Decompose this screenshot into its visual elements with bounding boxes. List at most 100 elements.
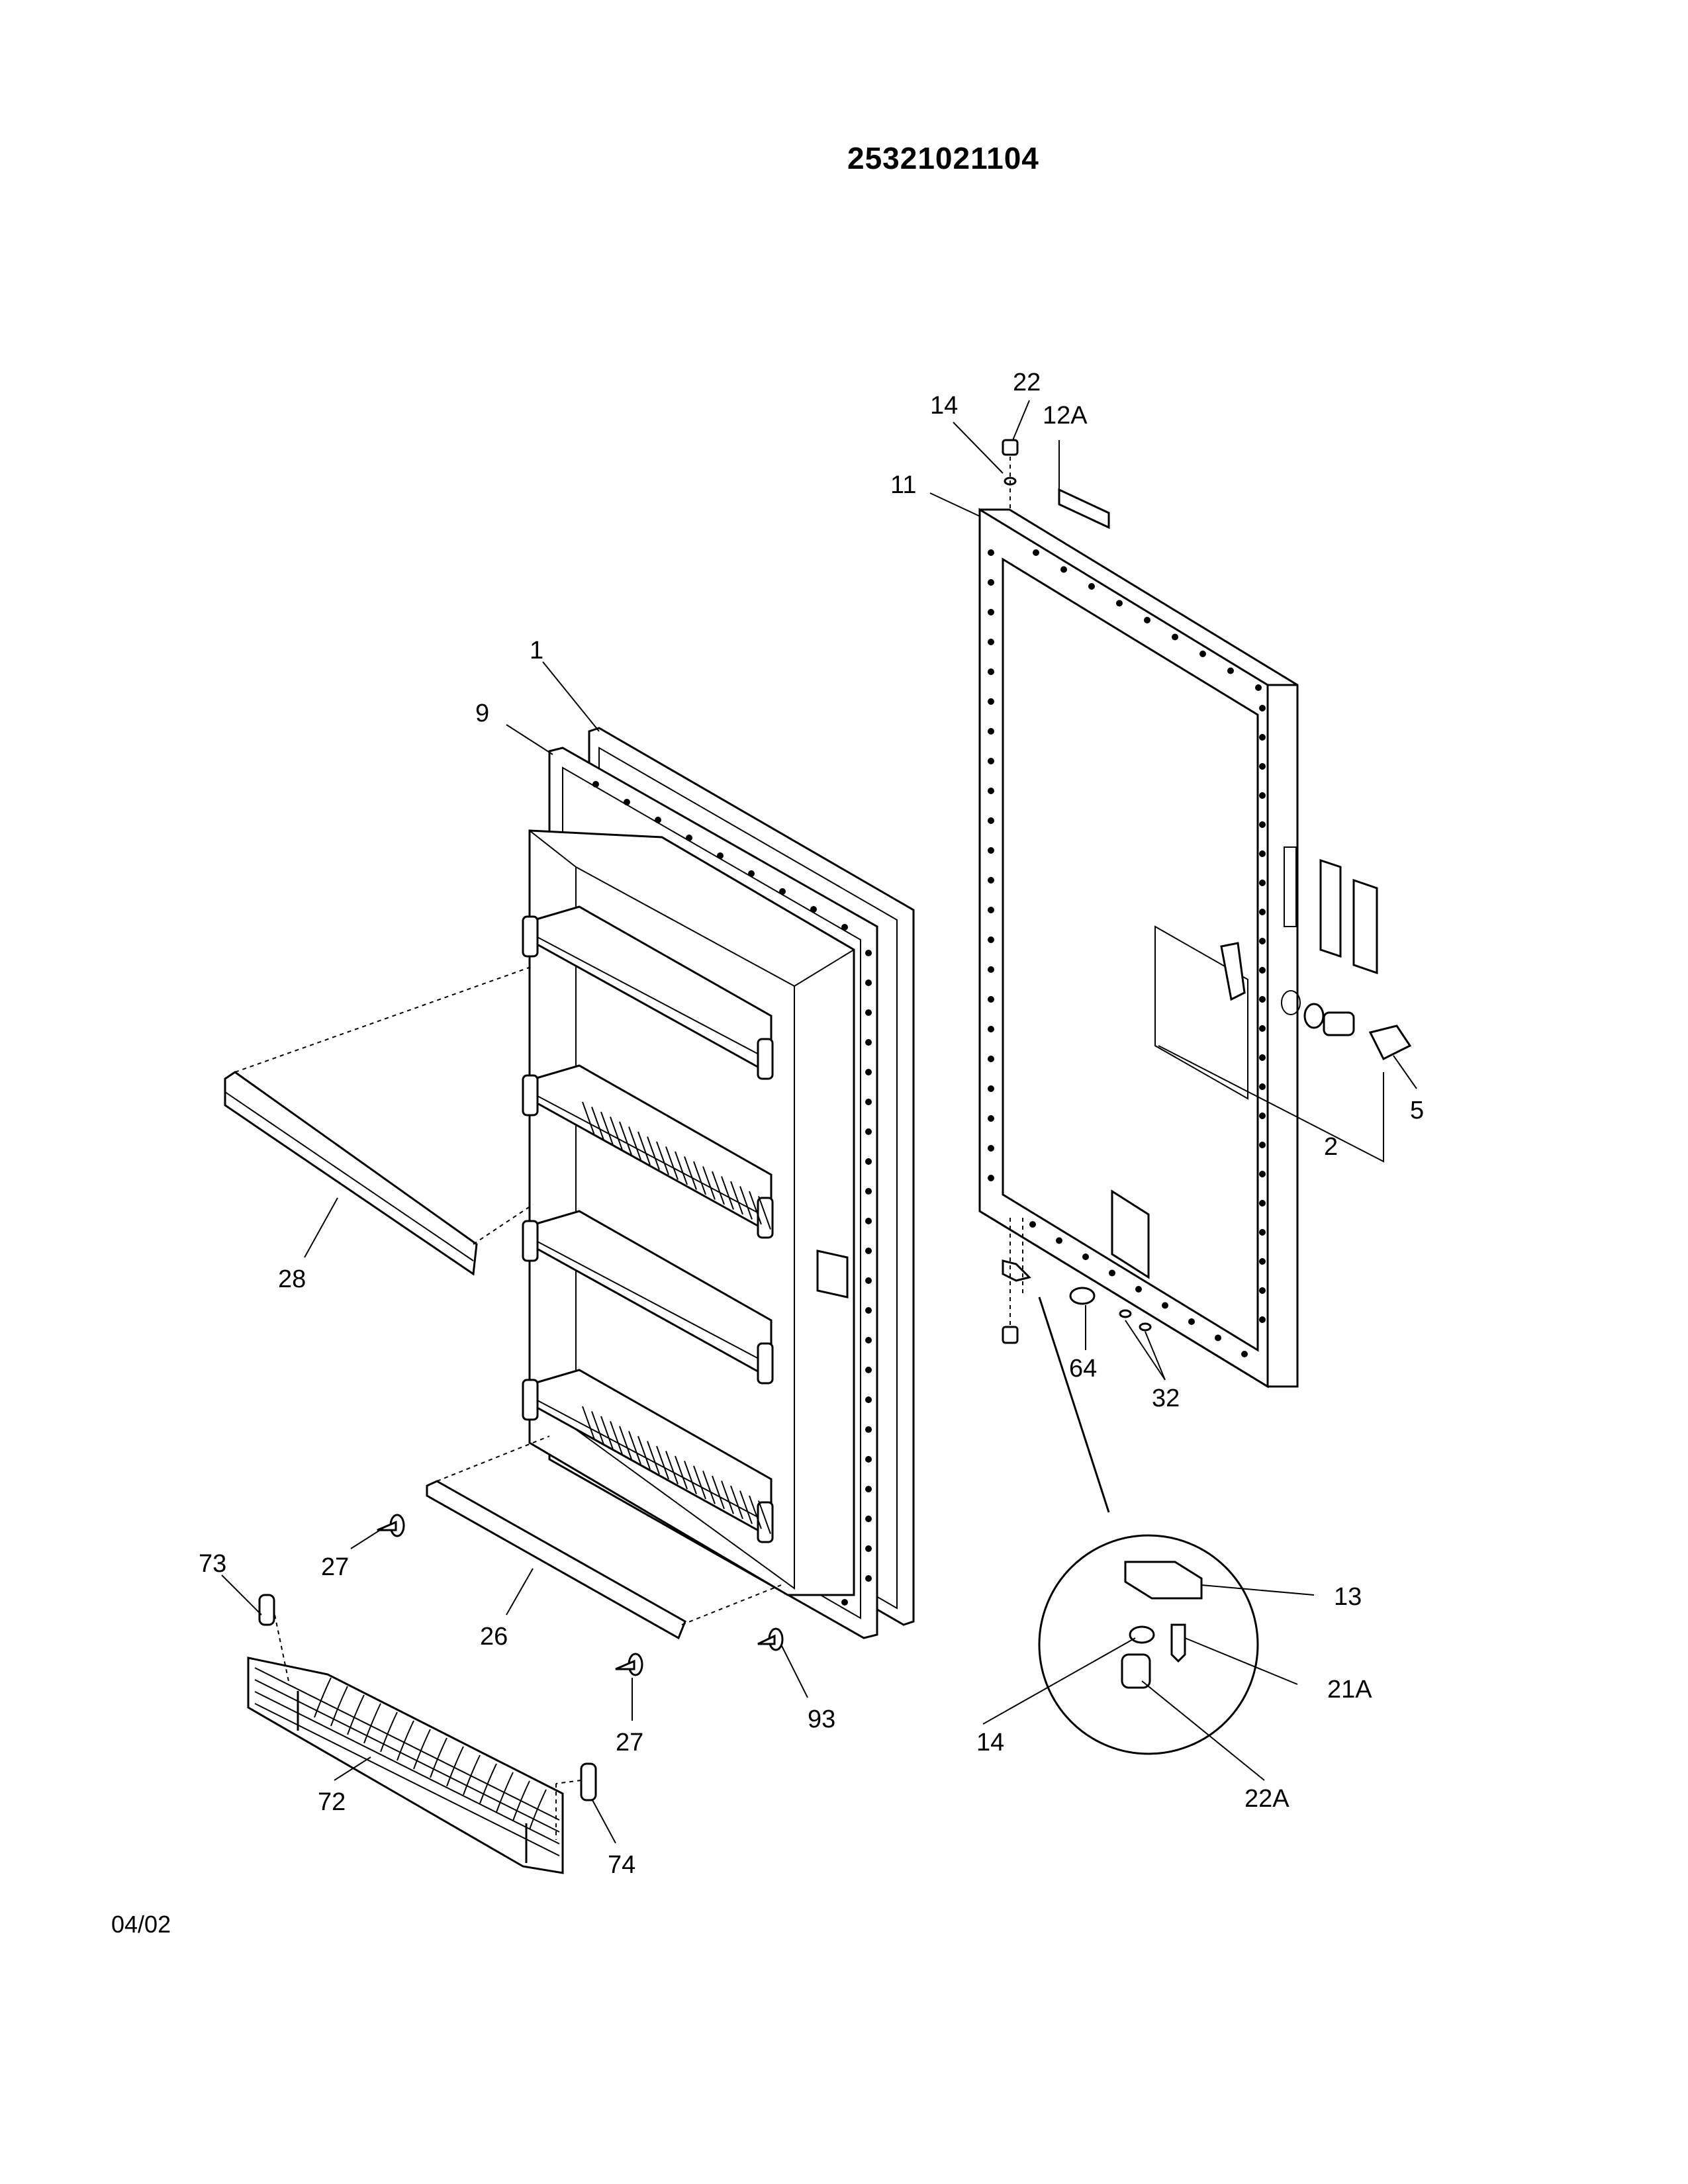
- shelf-rib: [647, 1441, 660, 1475]
- leader-lines: [221, 400, 1417, 1844]
- callout-93: 93: [808, 1706, 835, 1733]
- shelf-rib: [591, 1411, 604, 1445]
- door-handle: [1319, 858, 1378, 975]
- panel-hole: [1033, 549, 1039, 556]
- liner-hole: [865, 1516, 872, 1522]
- shelf-rib: [582, 1101, 595, 1136]
- panel-hole: [1259, 763, 1266, 770]
- basket-wire: [397, 1720, 414, 1761]
- model-number: 25321021104: [847, 141, 1039, 175]
- panel-hole: [1259, 1287, 1266, 1294]
- shelf-rib: [628, 1126, 641, 1160]
- shelf-end-cap: [757, 1197, 774, 1239]
- liner-hole: [865, 1039, 872, 1046]
- callout-73: 73: [199, 1550, 226, 1578]
- callout-27-upper: 27: [321, 1553, 349, 1581]
- shelf-rib: [749, 1191, 762, 1225]
- panel-hole: [1259, 1142, 1266, 1148]
- shelf-end-cap: [757, 1342, 774, 1385]
- panel-hole: [988, 966, 994, 973]
- panel-hole: [1259, 1113, 1266, 1119]
- panel-hole: [1144, 617, 1150, 623]
- panel-hole: [1259, 1316, 1266, 1323]
- panel-hole: [1259, 1054, 1266, 1061]
- callout-13: 13: [1334, 1583, 1362, 1611]
- panel-hole: [988, 639, 994, 645]
- liner-hole: [717, 852, 724, 859]
- shelf-rib: [610, 1116, 623, 1150]
- panel-hole: [1259, 1258, 1266, 1265]
- basket-crosswire: [254, 1703, 560, 1856]
- callout-21A: 21A: [1327, 1676, 1372, 1704]
- liner-hole: [865, 1486, 872, 1492]
- date-code: 04/02: [111, 1911, 171, 1938]
- panel-hole: [1060, 566, 1067, 573]
- shelf-rib: [656, 1445, 669, 1480]
- liner-hole: [865, 1069, 872, 1075]
- lock-callout-bracket: [1158, 1045, 1384, 1163]
- panel-hole: [988, 1056, 994, 1062]
- liner-hole: [865, 1367, 872, 1373]
- liner-hole: [865, 1128, 872, 1135]
- shelf-rib: [637, 1435, 651, 1470]
- shelf-end-cap: [757, 1501, 774, 1543]
- panel-hole: [1215, 1334, 1221, 1342]
- shelf-rib: [758, 1500, 771, 1534]
- callout-22A: 22A: [1244, 1785, 1289, 1813]
- liner-hole: [865, 1248, 872, 1254]
- liner-hole: [865, 1456, 872, 1463]
- bracket-guide-line: [555, 1780, 582, 1784]
- shelf-rib: [619, 1426, 632, 1460]
- basket-wire: [330, 1686, 348, 1727]
- panel-hole: [1259, 996, 1266, 1003]
- panel-hole: [988, 907, 994, 913]
- shelf-end-cap: [522, 1220, 539, 1262]
- trim-bar: [426, 1480, 686, 1640]
- panel-hole: [1259, 1025, 1266, 1032]
- liner-hole: [810, 906, 817, 913]
- shelf-rib: [600, 1416, 614, 1450]
- callout-72: 72: [318, 1788, 346, 1816]
- basket-wire: [496, 1772, 514, 1813]
- panel-hole: [988, 579, 994, 586]
- liner-hole: [865, 1188, 872, 1195]
- liner-hole: [624, 799, 630, 805]
- shelf-rib: [739, 1490, 753, 1524]
- panel-hole: [1259, 705, 1266, 711]
- callout-12A: 12A: [1043, 402, 1088, 430]
- outer-door-panel: [978, 508, 1301, 1388]
- shelf-rib: [637, 1131, 651, 1165]
- basket-wire: [363, 1703, 381, 1744]
- panel-hole: [1259, 880, 1266, 886]
- basket-wire: [446, 1746, 464, 1787]
- panel-hole: [988, 1085, 994, 1092]
- liner-hole: [865, 1099, 872, 1105]
- rail-guide-line: [234, 966, 534, 1073]
- panel-hole: [1259, 1229, 1266, 1236]
- panel-hole: [988, 758, 994, 764]
- callout-1: 1: [530, 637, 543, 664]
- shelf-rib: [628, 1431, 641, 1465]
- callout-22-top: 22: [1013, 369, 1041, 396]
- shelf-rib: [647, 1136, 660, 1170]
- basket-wire: [314, 1677, 332, 1718]
- hinge-detail-view: [1038, 1534, 1259, 1755]
- panel-hole: [1259, 938, 1266, 944]
- lock-assembly: [1303, 1003, 1412, 1061]
- panel-hole: [1259, 734, 1266, 741]
- panel-hole: [1135, 1286, 1142, 1293]
- liner-hole: [865, 979, 872, 986]
- panel-hole: [1199, 651, 1206, 657]
- shelf-rib: [591, 1107, 604, 1140]
- panel-hole: [1259, 1083, 1266, 1090]
- panel-hole: [1172, 633, 1178, 641]
- shelf-rib: [702, 1471, 716, 1504]
- basket-wire: [380, 1711, 398, 1752]
- liner-hole: [655, 817, 661, 823]
- callout-14-top: 14: [930, 392, 958, 420]
- panel-hole: [988, 996, 994, 1003]
- panel-hole: [1227, 667, 1234, 674]
- push-pin-93: [757, 1627, 784, 1651]
- liner-hole: [865, 1337, 872, 1343]
- shelf-rib: [610, 1421, 623, 1455]
